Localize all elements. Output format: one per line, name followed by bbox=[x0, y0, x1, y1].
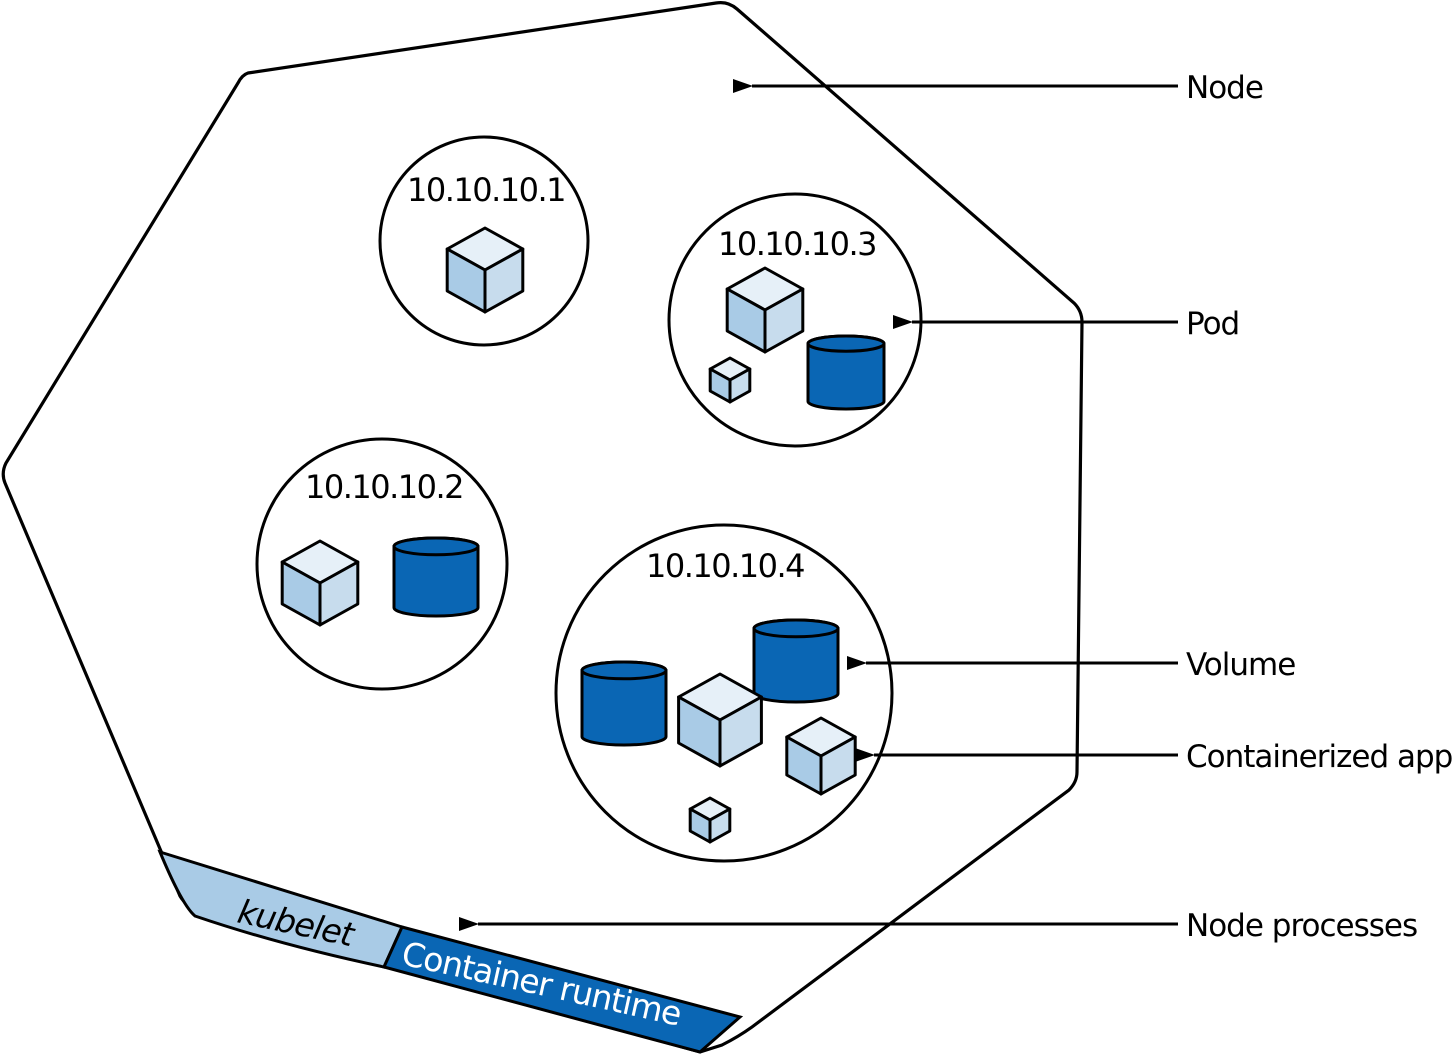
container-cube-icon bbox=[280, 539, 360, 627]
container-cube-icon bbox=[725, 266, 805, 354]
node-outline bbox=[1, 1, 1084, 1054]
callout-pod: Pod bbox=[893, 306, 1240, 342]
pod-ip-label: 10.10.10.3 bbox=[718, 225, 876, 263]
volume-cylinder-icon bbox=[806, 334, 886, 411]
container-cube-icon bbox=[688, 796, 732, 844]
callout-node-processes: Node processes bbox=[459, 908, 1418, 944]
volume-cylinder-icon bbox=[580, 660, 668, 747]
container-cube-icon bbox=[677, 672, 763, 768]
volume-cylinder-icon bbox=[392, 536, 480, 618]
container-cube-icon bbox=[445, 226, 525, 314]
callout-containerized-app: Containerized app bbox=[855, 739, 1453, 775]
callout-volume-label: Volume bbox=[1186, 647, 1295, 683]
pod: 10.10.10.3 bbox=[667, 192, 923, 448]
pod: 10.10.10.4 bbox=[554, 523, 894, 863]
callout-containerized-app-label: Containerized app bbox=[1186, 739, 1452, 775]
callout-volume: Volume bbox=[847, 647, 1296, 683]
callout-node-processes-label: Node processes bbox=[1186, 908, 1417, 944]
pod-ip-label: 10.10.10.4 bbox=[646, 547, 804, 585]
callout-node: Node bbox=[733, 70, 1264, 106]
pod-circle bbox=[255, 437, 509, 691]
pod: 10.10.10.1 bbox=[378, 135, 590, 347]
callout-node-label: Node bbox=[1186, 70, 1263, 106]
callout-pod-label: Pod bbox=[1186, 306, 1239, 342]
volume-cylinder-icon bbox=[752, 618, 840, 704]
container-runtime-band bbox=[381, 925, 744, 1054]
container-cube-icon bbox=[708, 356, 752, 404]
pod-ip-label: 10.10.10.1 bbox=[407, 171, 565, 209]
pod: 10.10.10.2 bbox=[255, 437, 509, 691]
kubelet-band bbox=[157, 849, 405, 969]
container-cube-icon bbox=[785, 716, 857, 796]
pod-ip-label: 10.10.10.2 bbox=[305, 468, 463, 506]
node-processes-band: kubelet Container runtime bbox=[157, 849, 744, 1054]
